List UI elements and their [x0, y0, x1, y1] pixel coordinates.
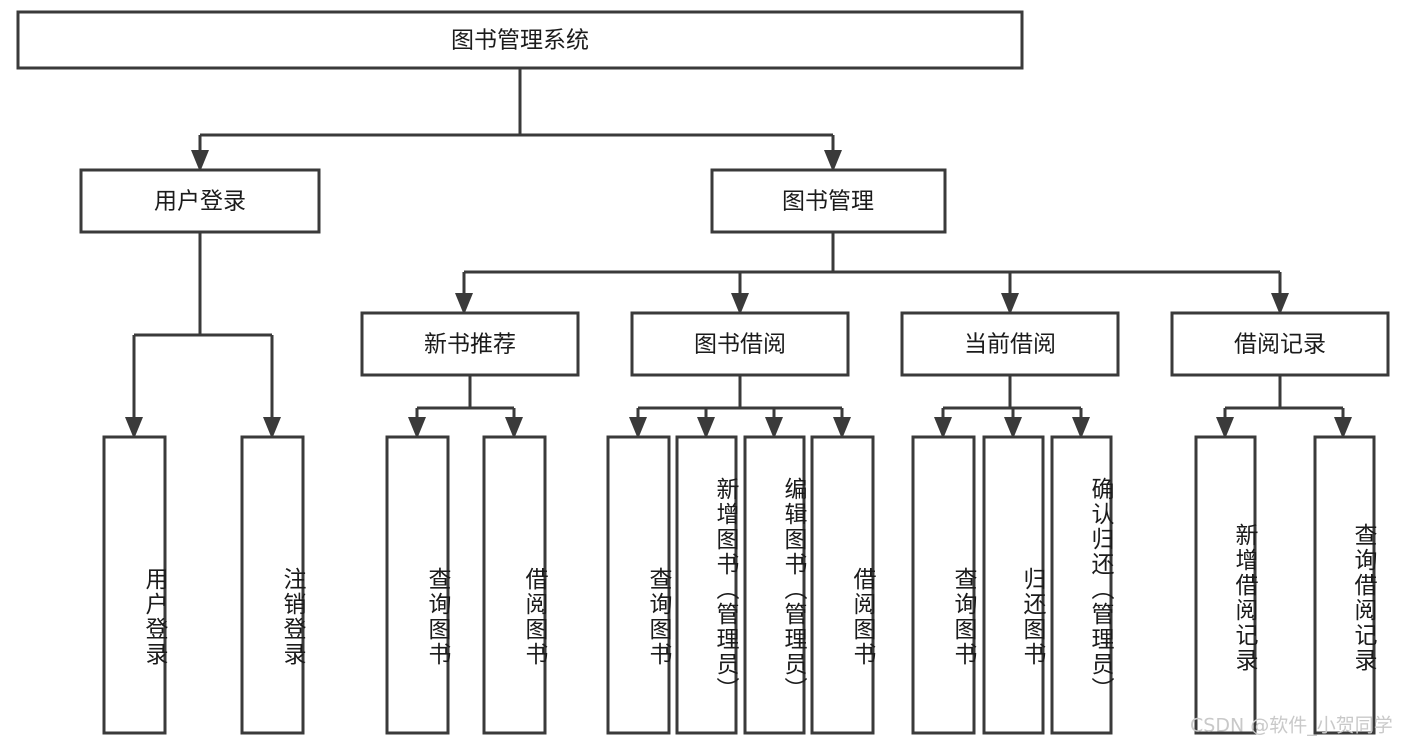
node-leaf-query-book-3[interactable] — [911, 435, 976, 735]
node-new-book-recommend-label: 新书推荐 — [424, 332, 516, 358]
node-leaf-query-book-1[interactable] — [385, 435, 450, 735]
node-leaf-borrow-book-1[interactable] — [482, 435, 547, 735]
node-user-login[interactable]: 用户登录 — [79, 168, 321, 234]
node-leaf-query-borrow-record[interactable] — [1313, 435, 1376, 735]
node-book-borrow-label: 图书借阅 — [694, 332, 786, 358]
node-root-label: 图书管理系统 — [451, 28, 589, 54]
node-borrow-record-label: 借阅记录 — [1234, 332, 1326, 358]
node-user-login-label: 用户登录 — [154, 189, 246, 215]
node-leaf-user-login[interactable] — [102, 435, 167, 735]
connector-borrow-record-to-leaves — [1216, 375, 1352, 439]
node-leaf-add-book-admin[interactable] — [675, 435, 738, 735]
node-book-management[interactable]: 图书管理 — [710, 168, 947, 234]
node-new-book-recommend[interactable]: 新书推荐 — [360, 311, 580, 377]
node-book-management-label: 图书管理 — [782, 189, 874, 215]
connector-book-borrow-to-leaves — [629, 375, 851, 439]
node-leaf-confirm-return-admin[interactable] — [1050, 435, 1113, 735]
node-leaf-logout-login[interactable] — [240, 435, 305, 735]
node-leaf-return-book[interactable] — [982, 435, 1045, 735]
node-leaf-query-book-2[interactable] — [606, 435, 671, 735]
connector-book-management-to-level3 — [455, 232, 1289, 315]
node-leaf-edit-book-admin[interactable] — [743, 435, 806, 735]
node-leaf-add-borrow-record[interactable] — [1194, 435, 1257, 735]
node-current-borrow[interactable]: 当前借阅 — [900, 311, 1120, 377]
connector-user-login-to-leaves — [125, 232, 281, 439]
node-root[interactable]: 图书管理系统 — [16, 10, 1024, 70]
connector-root-to-level2 — [191, 68, 842, 172]
node-leaf-borrow-book-2[interactable] — [810, 435, 875, 735]
node-book-borrow[interactable]: 图书借阅 — [630, 311, 850, 377]
connector-current-borrow-to-leaves — [934, 375, 1090, 439]
csdn-watermark: CSDN @软件_小贺同学 — [1190, 715, 1393, 737]
node-current-borrow-label: 当前借阅 — [964, 332, 1056, 358]
node-borrow-record[interactable]: 借阅记录 — [1170, 311, 1390, 377]
connector-new-book-recommend-to-leaves — [408, 375, 523, 439]
